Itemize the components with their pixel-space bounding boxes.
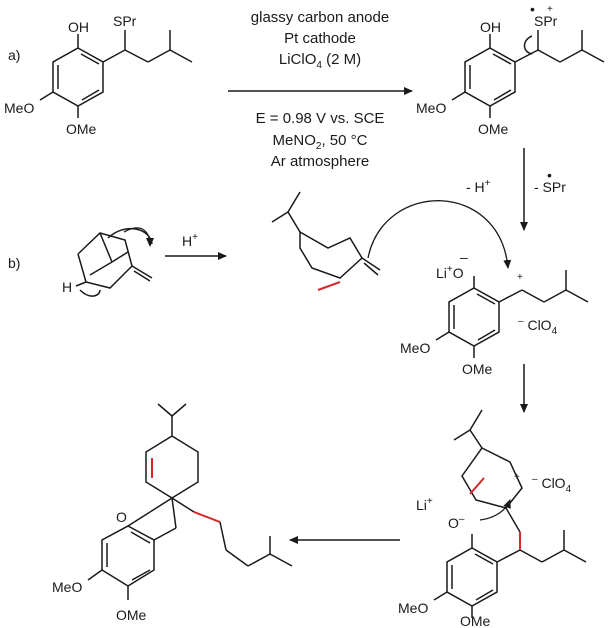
meo-label: MeO: [4, 100, 34, 116]
chromane-product: [87, 403, 293, 600]
li-o-label: Li+O: [436, 264, 464, 281]
pinene: [75, 227, 153, 297]
minus-spr-label: - SPr: [534, 179, 566, 195]
radical-dot-2: •: [547, 167, 552, 183]
cation-plus: +: [517, 272, 523, 283]
terpene: [271, 191, 381, 279]
ome-label-5: OMe: [116, 607, 147, 623]
ring-oxygen-label: O: [116, 509, 127, 525]
radical-cation: [451, 30, 605, 118]
condition-electrolyte: LiClO4 (2 M): [279, 51, 361, 71]
li-label-2: Li+: [416, 496, 433, 513]
oxide-charge: –: [460, 249, 468, 265]
panel-label-b: b): [8, 255, 20, 271]
condition-cathode: Pt cathode: [284, 30, 356, 47]
spr-radical-label: SPr: [534, 13, 558, 29]
alkene-highlight: [317, 281, 341, 291]
ome-label: OMe: [66, 121, 97, 137]
meo-label-3: MeO: [400, 340, 430, 356]
spr-label: SPr: [113, 13, 137, 29]
curly-arrow-1: [123, 227, 154, 247]
curly-arrow-3: [479, 499, 511, 521]
h-atom-label: H: [62, 279, 72, 295]
condition-solvent: MeNO2, 50 °C: [273, 132, 368, 152]
perchlorate-label: – ClO4: [518, 316, 558, 337]
condition-anode: glassy carbon anode: [251, 9, 389, 26]
oh-label: OH: [68, 19, 89, 35]
meo-label-2: MeO: [416, 100, 446, 116]
ome-label-4: OMe: [460, 613, 491, 628]
h-plus-label: H+: [182, 232, 198, 249]
ring-cation-plus: +: [514, 472, 520, 483]
meo-label-5: MeO: [52, 579, 82, 595]
new-alkene-highlight: [469, 477, 485, 495]
cation-charge: +: [547, 4, 553, 15]
product-bond-highlight: [193, 511, 221, 523]
oxide-label-2: O–: [448, 514, 465, 531]
panel-label-a: a): [8, 47, 20, 63]
meo-label-4: MeO: [398, 600, 428, 616]
condition-atmosphere: Ar atmosphere: [271, 153, 369, 170]
oh-label-2: OH: [480, 19, 501, 35]
perchlorate-label-2: – ClO4: [532, 474, 572, 495]
radical-dot: •: [530, 1, 535, 17]
benzylic-cation: [435, 270, 589, 358]
curly-arrow-2: [367, 200, 512, 269]
ome-label-3: OMe: [462, 361, 493, 377]
minus-h-label: - H+: [466, 178, 491, 195]
starting-material: [39, 30, 193, 118]
condition-potential: E = 0.98 V vs. SCE: [256, 110, 385, 127]
adduct-cation: [433, 409, 587, 618]
ome-label-2: OMe: [478, 121, 509, 137]
